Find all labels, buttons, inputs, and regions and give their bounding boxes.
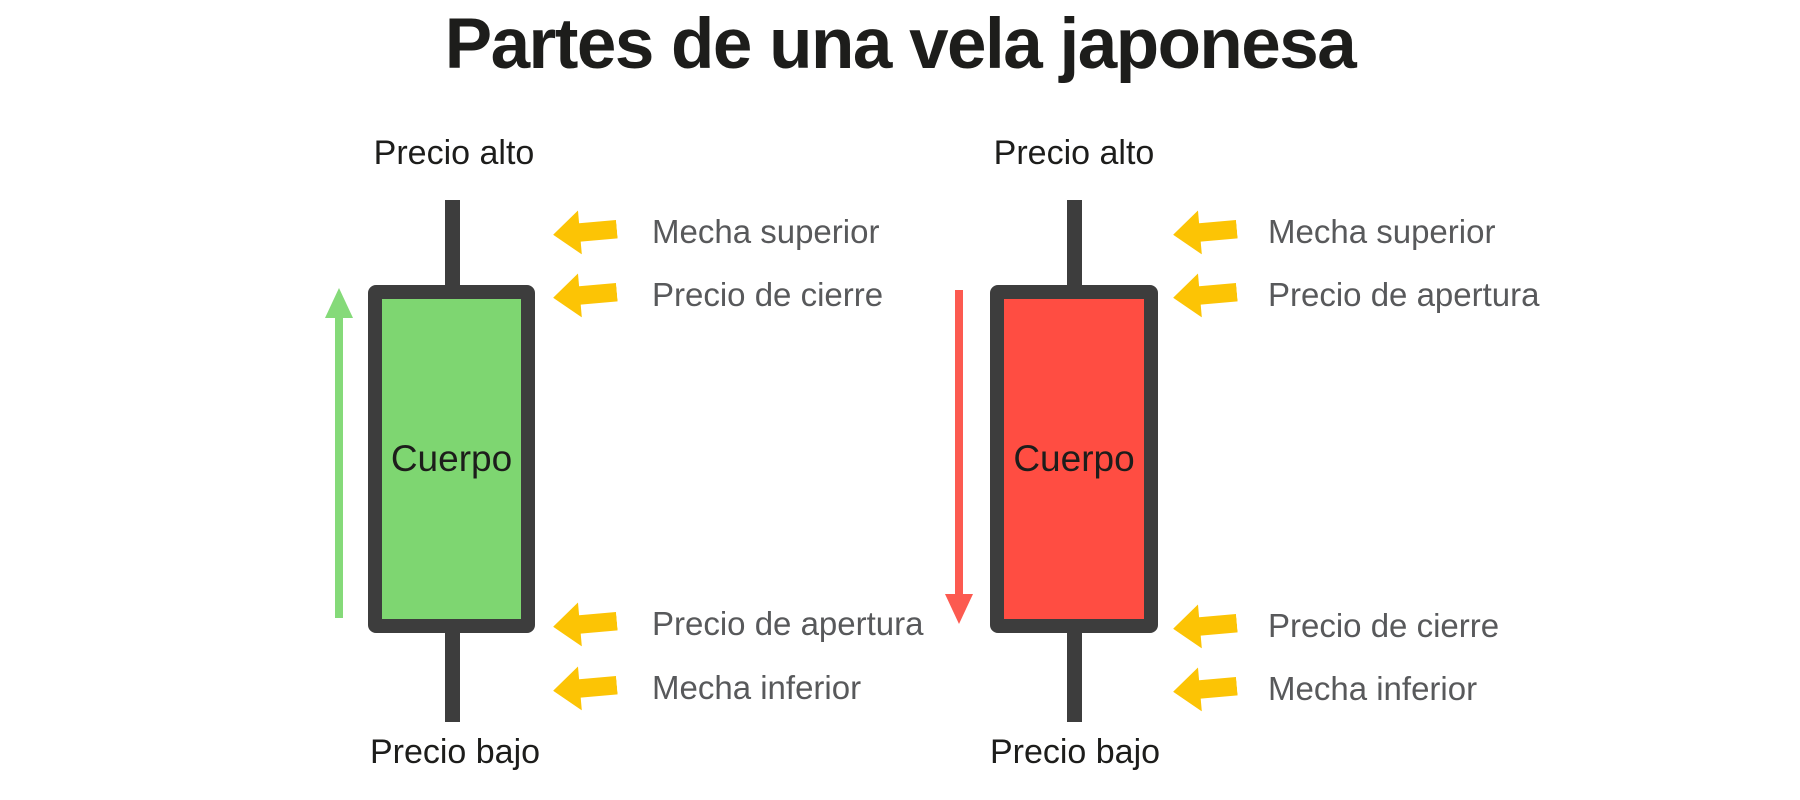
annotation-label: Precio de apertura [1268,276,1540,313]
annotation-label: Mecha superior [652,213,880,250]
low-price-label: Precio bajo [989,733,1161,771]
yellow-left-arrow-icon [551,599,619,648]
yellow-left-arrow-icon [1171,601,1239,650]
page-title: Partes de una vela japonesa [444,5,1357,84]
upper-wick [445,200,460,292]
body-label: Cuerpo [390,438,513,479]
yellow-left-arrow-icon [551,270,619,319]
lower-wick [1067,630,1082,722]
annotation-label: Mecha inferior [652,669,862,706]
body-label: Cuerpo [1013,438,1135,479]
yellow-left-arrow-icon [1171,207,1239,256]
annotation-label: Precio de cierre [1268,607,1500,644]
high-price-label: Precio alto [373,134,535,172]
candle-body: Cuerpo [368,285,535,633]
yellow-left-arrow-icon [551,207,619,256]
upper-wick [1067,200,1082,292]
yellow-left-arrow-icon [1171,664,1239,713]
low-price-label: Precio bajo [369,733,541,771]
yellow-left-arrow-icon [1171,270,1239,319]
high-price-label: Precio alto [993,134,1155,172]
annotation-label: Mecha superior [1268,213,1496,250]
candle-body: Cuerpo [990,285,1158,633]
annotation-label: Precio de cierre [652,276,884,313]
lower-wick [445,630,460,722]
yellow-left-arrow-icon [551,663,619,712]
annotation-label: Precio de apertura [652,605,924,642]
annotation-label: Mecha inferior [1268,670,1478,707]
